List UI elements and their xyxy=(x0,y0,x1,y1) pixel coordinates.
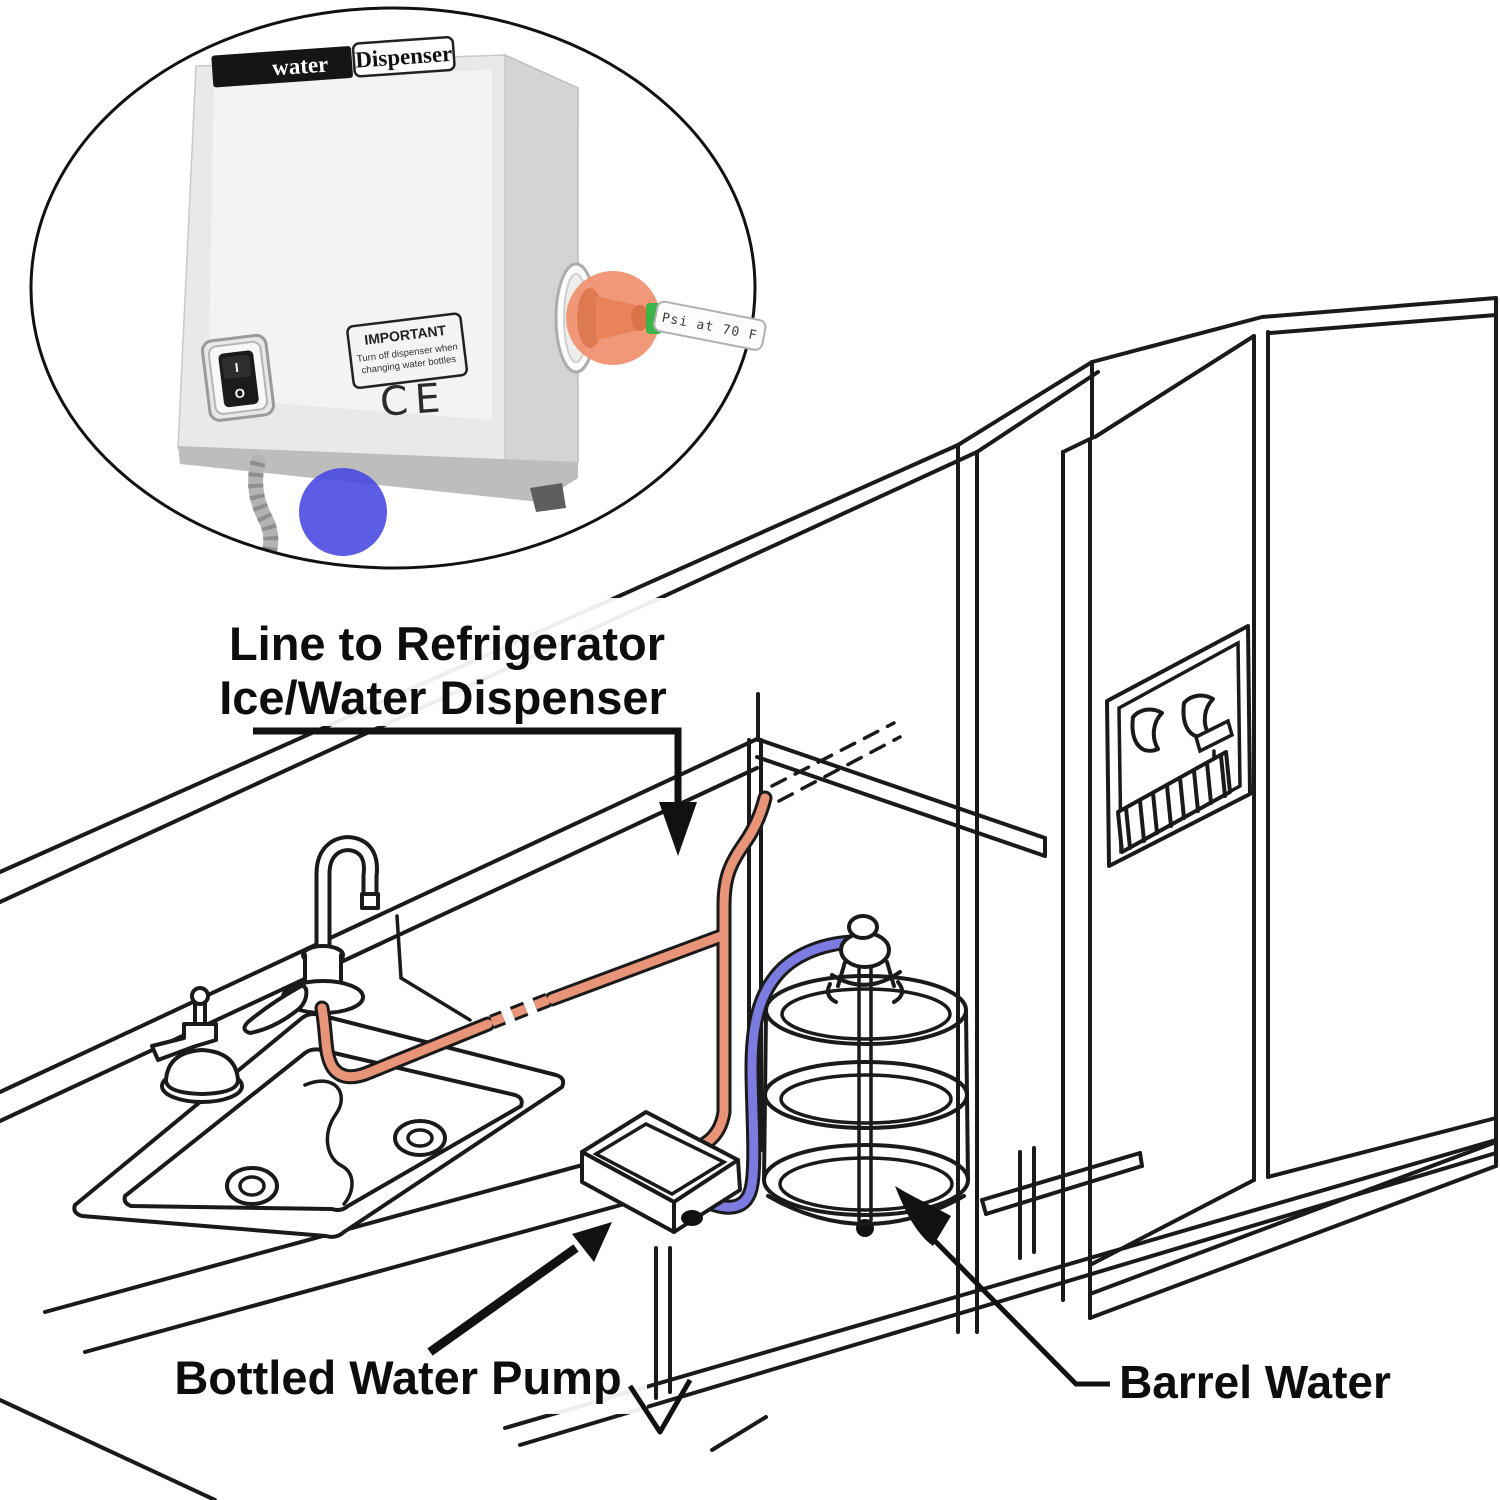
cabinet-front-leg xyxy=(654,1246,672,1400)
device-foot xyxy=(530,483,566,512)
label-line-to-fridge-1: Line to Refrigerator xyxy=(229,617,665,670)
pump-device-inset: water Dispenser IMPORTANT Turn off dispe… xyxy=(29,6,767,570)
arrowhead-down xyxy=(659,802,697,856)
label-backdrop-pump xyxy=(155,1338,647,1414)
kitchen-sink xyxy=(72,914,566,1239)
pump-outlet-port xyxy=(681,1210,703,1226)
dispenser-paddle-left xyxy=(1130,707,1164,753)
bottled-water-pump-box xyxy=(580,1110,742,1234)
switch-on-mark: I xyxy=(234,360,239,375)
soap-dispenser xyxy=(150,986,244,1104)
sink-drain-near xyxy=(225,1166,279,1206)
hidden-tube-dashes xyxy=(770,721,902,803)
sink-faucet xyxy=(242,835,380,1035)
label-barrel: Barrel Water xyxy=(1119,1356,1391,1408)
device-top-label: water Dispenser xyxy=(211,35,456,88)
soap-spout xyxy=(150,1022,218,1062)
ce-mark: CE xyxy=(379,375,449,426)
important-sticker: IMPORTANT Turn off dispenser when changi… xyxy=(346,312,469,390)
device-base xyxy=(178,446,578,502)
label-backdrop-fridge-line xyxy=(200,598,695,726)
dispenser-paddle-right xyxy=(1181,693,1215,739)
inset-ellipse-border xyxy=(29,6,757,570)
cabinet-leg-arrowhead xyxy=(627,1378,693,1435)
sink-water-line xyxy=(303,1079,354,1206)
fridge-line-arrow xyxy=(253,727,697,856)
power-switch: I O xyxy=(201,333,275,422)
tube-fitting xyxy=(554,262,662,374)
tall-side-wall xyxy=(956,360,1100,1334)
barrel-suction-tube xyxy=(690,934,860,1215)
label-line-to-fridge-2: Ice/Water Dispenser xyxy=(219,671,667,724)
refrigerator xyxy=(1061,296,1498,1320)
dip-tube-ball xyxy=(856,1219,874,1237)
device-label-water: water xyxy=(271,52,329,81)
switch-off-mark: O xyxy=(234,385,246,401)
kitchen-line-drawing: Line to Refrigerator Ice/Water Dispenser… xyxy=(0,296,1498,1500)
faucet-handle xyxy=(242,983,309,1035)
fridge-dispenser-recess xyxy=(1105,624,1252,868)
barrel-leader xyxy=(895,1186,1110,1387)
blue-highlight-circle xyxy=(299,468,387,556)
arrowhead-barrel xyxy=(895,1186,951,1246)
label-pump: Bottled Water Pump xyxy=(174,1351,621,1404)
pump-arrow xyxy=(427,1222,612,1356)
dispenser-drip-tray xyxy=(1116,750,1232,854)
barrel-cap xyxy=(830,914,902,987)
sink-bowl xyxy=(122,1047,524,1212)
pump-device-body xyxy=(177,53,579,512)
water-barrel xyxy=(762,960,970,1237)
sink-drain-far xyxy=(393,1119,447,1157)
faucet-spout-tip xyxy=(360,892,380,910)
label-backdrop-barrel xyxy=(1105,1342,1405,1414)
dispenser-spout xyxy=(1193,718,1235,754)
arrowhead-up-right xyxy=(572,1222,612,1262)
open-cabinet xyxy=(747,692,1144,1260)
